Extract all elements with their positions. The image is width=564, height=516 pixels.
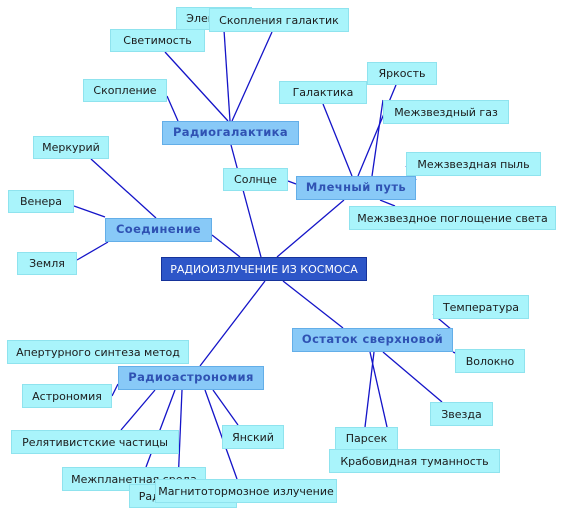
- connector-line: [212, 389, 239, 426]
- node-parsec[interactable]: Парсек: [335, 427, 398, 450]
- connector-line: [145, 389, 176, 468]
- connector-line: [287, 180, 297, 185]
- connector-line: [111, 383, 119, 397]
- connector-line: [76, 241, 109, 261]
- node-galaxy-clusters[interactable]: Скопления галактик: [209, 8, 349, 32]
- node-crab-nebula[interactable]: Крабовидная туманность: [329, 449, 500, 473]
- node-fiber[interactable]: Волокно: [455, 349, 525, 373]
- connector-line: [276, 199, 345, 258]
- connector-line: [382, 351, 443, 403]
- node-supernova-remnant[interactable]: Остаток сверхновой: [292, 328, 453, 352]
- node-galaxy[interactable]: Галактика: [279, 81, 367, 104]
- connector-line: [231, 31, 273, 122]
- connector-line: [379, 199, 396, 207]
- connector-line: [282, 280, 344, 329]
- connector-line: [211, 234, 241, 258]
- connector-line: [223, 29, 231, 122]
- node-star[interactable]: Звезда: [430, 402, 493, 426]
- node-earth[interactable]: Земля: [17, 252, 77, 275]
- node-interstellar-dust[interactable]: Межзвездная пыль: [406, 152, 541, 176]
- node-luminosity[interactable]: Светимость: [110, 29, 205, 52]
- node-jansky[interactable]: Янский: [222, 425, 284, 449]
- node-milkyway[interactable]: Млечный путь: [296, 176, 416, 200]
- connector-line: [73, 205, 106, 218]
- connector-line: [371, 99, 384, 177]
- connector-line: [164, 51, 229, 122]
- root-node[interactable]: РАДИОИЗЛУЧЕНИЕ ИЗ КОСМОСА: [161, 257, 367, 281]
- connector-line: [120, 389, 156, 431]
- node-brightness[interactable]: Яркость: [367, 62, 437, 85]
- connector-line: [230, 144, 262, 258]
- node-cluster[interactable]: Скопление: [83, 79, 167, 102]
- connector-line: [90, 158, 157, 219]
- node-radioastronomy[interactable]: Радиоастрономия: [118, 366, 264, 390]
- node-bremsstrahlung[interactable]: Магнитотормозное излучение: [155, 479, 337, 503]
- node-interstellar-absorption[interactable]: Межзвездное поглощение света: [349, 206, 556, 230]
- connector-line: [166, 95, 179, 122]
- node-interstellar-gas[interactable]: Межзвездный газ: [383, 100, 509, 124]
- connector-line: [204, 389, 238, 480]
- node-venus[interactable]: Венера: [8, 190, 74, 213]
- node-radiogalaxy[interactable]: Радиогалактика: [162, 121, 299, 145]
- node-astronomy[interactable]: Астрономия: [22, 384, 112, 408]
- node-relativistic-particles[interactable]: Релятивистские частицы: [11, 430, 179, 454]
- connector-line: [199, 280, 266, 367]
- node-connection[interactable]: Соединение: [105, 218, 212, 242]
- node-sun[interactable]: Солнце: [223, 168, 288, 191]
- node-temperature[interactable]: Температура: [433, 295, 529, 319]
- node-mercury[interactable]: Меркурий: [33, 136, 109, 159]
- connector-line: [322, 103, 353, 177]
- node-aperture-synthesis[interactable]: Апертурного синтеза метод: [7, 340, 189, 364]
